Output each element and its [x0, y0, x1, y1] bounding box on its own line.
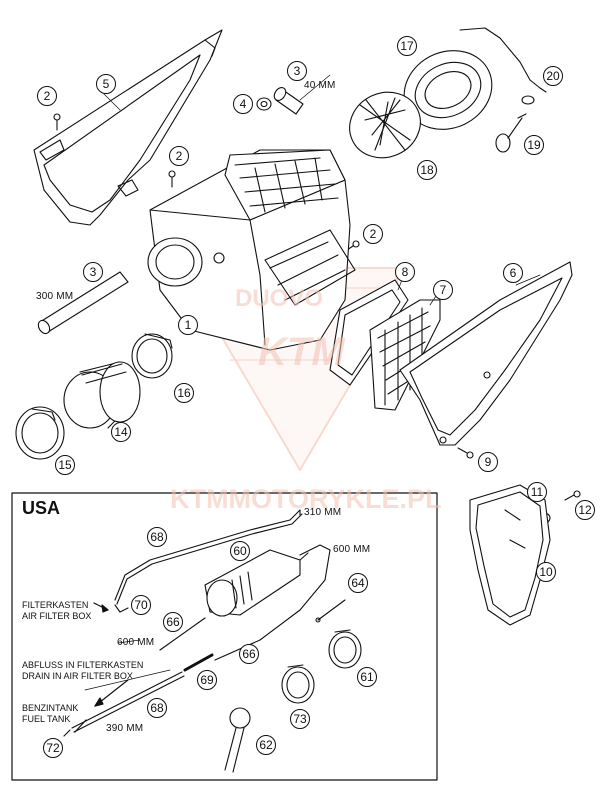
callout-part-9: 9: [478, 452, 498, 472]
fuel-filter-part-60: [204, 549, 309, 617]
callout-part-2: 2: [37, 86, 57, 106]
side-cover-right-part-6: [399, 261, 573, 446]
note-benzintank-en: FUEL TANK: [22, 714, 71, 724]
callout-part-20: 20: [543, 66, 563, 86]
cable-tie-part-62: [224, 707, 251, 773]
callout-part-2: 2: [169, 146, 189, 166]
callout-part-72: 72: [43, 738, 63, 758]
note-filterkasten-de: FILTERKASTEN: [22, 600, 89, 610]
callout-part-60: 60: [230, 541, 250, 561]
callout-part-10: 10: [536, 562, 556, 582]
callout-part-4: 4: [233, 94, 253, 114]
hose-clamp-part-16: [131, 333, 173, 379]
hose-part-68-top: [114, 509, 303, 605]
intake-boot-part-14: [63, 361, 141, 429]
side-cover-left-part-5: [33, 29, 223, 226]
clamp-part-73: [281, 664, 315, 704]
watermark-logo-letters: KTM: [258, 330, 345, 374]
callout-part-69: 69: [197, 670, 217, 690]
note-abfluss-de: ABFLUSS IN FILTERKASTEN: [22, 660, 144, 670]
watermark-logo-top: DUOVO: [235, 285, 324, 312]
note-benzintank-de: BENZINTANK: [22, 703, 79, 713]
callout-part-7: 7: [433, 280, 453, 300]
callout-part-15: 15: [55, 455, 75, 475]
dimension-label: 600 MM: [117, 637, 155, 648]
callout-part-1: 1: [178, 315, 198, 335]
connector-part-69: [183, 653, 214, 672]
screw-part-9: [457, 447, 474, 459]
dimension-label: 40 MM: [304, 80, 336, 91]
filter-cage-part-18: [349, 91, 421, 159]
hose-part-3-short: [273, 87, 304, 115]
arrows: [74, 602, 129, 733]
screw-part-2-b: [168, 170, 176, 188]
callout-part-12: 12: [575, 500, 595, 520]
dimension-label: 300 MM: [36, 291, 74, 302]
air-filter-box-part-1: [147, 149, 356, 351]
hose-end-part-72: [63, 729, 71, 737]
dimension-label: 390 MM: [106, 723, 144, 734]
hose-part-3-long: [37, 271, 129, 335]
callout-part-5: 5: [96, 74, 116, 94]
usa-box-frame: [11, 492, 438, 781]
hose-clamp-part-15: [15, 406, 65, 460]
note-filterkasten-en: AIR FILTER BOX: [22, 611, 92, 621]
dimension-label: 310 MM: [304, 507, 342, 518]
screw-part-12: [564, 490, 581, 501]
usa-section-title: USA: [22, 498, 61, 518]
callout-part-61: 61: [357, 667, 377, 687]
callout-part-3: 3: [83, 262, 103, 282]
callout-part-73: 73: [290, 709, 310, 729]
callout-part-2: 2: [363, 224, 383, 244]
callout-part-64: 64: [348, 573, 368, 593]
callout-part-14: 14: [111, 422, 131, 442]
callout-part-16: 16: [174, 383, 194, 403]
filter-holder-rod-part-20: [459, 27, 547, 105]
screw-part-64: [315, 599, 346, 623]
dimension-label: 600 MM: [333, 544, 371, 555]
callout-part-66: 66: [163, 612, 183, 632]
callout-part-18: 18: [417, 160, 437, 180]
screw-part-2-a: [53, 113, 61, 131]
watermark-site-text: KTMMOTORYKLE.PL: [170, 484, 442, 514]
clamp-part-61: [328, 629, 362, 669]
callout-part-19: 19: [524, 135, 544, 155]
mud-flap-part-10: [469, 484, 551, 626]
filter-bolt-part-19: [495, 113, 527, 153]
callout-part-70: 70: [131, 595, 151, 615]
callout-part-68: 68: [147, 698, 167, 718]
note-abfluss-en: DRAIN IN AIR FILTER BOX: [22, 671, 133, 681]
grommet-part-4: [256, 97, 272, 111]
connector-part-70: [114, 604, 129, 613]
callout-part-11: 11: [527, 482, 547, 502]
callout-part-66: 66: [239, 644, 259, 664]
hose-part-66-a: [159, 617, 206, 651]
grill-part-7: [369, 299, 441, 411]
callout-part-62: 62: [256, 735, 276, 755]
hose-part-68-bottom: [71, 671, 185, 733]
callout-part-6: 6: [503, 263, 523, 283]
callout-part-8: 8: [395, 262, 415, 282]
callout-part-17: 17: [397, 36, 417, 56]
callout-part-3: 3: [287, 61, 307, 81]
callout-part-68: 68: [147, 527, 167, 547]
hose-600-right: [214, 544, 331, 661]
